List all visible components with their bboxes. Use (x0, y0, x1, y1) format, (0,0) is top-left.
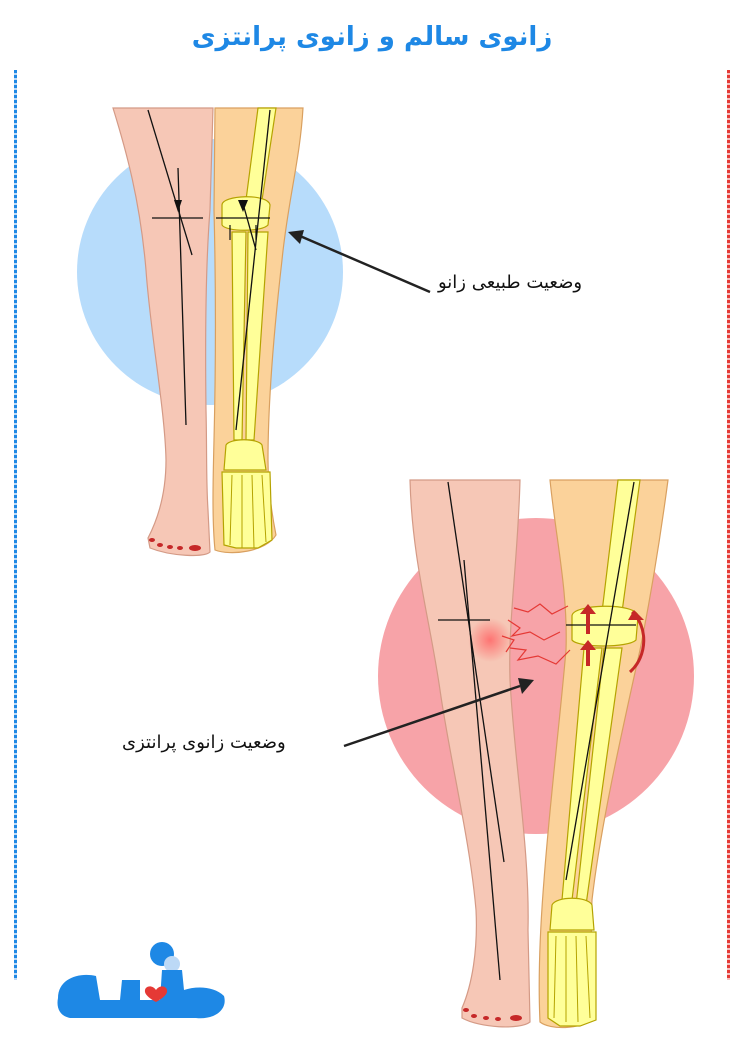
normal-joint-arrows (229, 225, 257, 240)
varus-toenails (463, 1008, 522, 1021)
varus-knee-label: وضعیت زانوی پرانتزی (122, 732, 286, 753)
normal-axis-arrowhead (174, 200, 182, 212)
normal-knee-illustration (77, 107, 431, 557)
varus-rotation-arrowhead (628, 610, 644, 620)
logo-wordmark-shape (57, 970, 225, 1019)
varus-skin-leg (409, 479, 531, 1028)
logo-cloud-2 (164, 956, 180, 972)
varus-compression-arrows (580, 604, 596, 666)
normal-toenails (149, 538, 201, 551)
normal-foot-bone-lines (229, 474, 267, 549)
normal-pointer-line (299, 234, 431, 294)
varus-alignment-lines (438, 481, 636, 981)
varus-bones (547, 479, 641, 1027)
normal-alignment-lines (147, 109, 271, 431)
brand-logo (57, 942, 225, 1019)
varus-pain-spot (468, 618, 512, 662)
normal-bone-arrowhead (238, 200, 248, 212)
normal-knee-label: وضعیت طبیعی زانو (438, 272, 583, 293)
normal-pointer-arrowhead (288, 230, 304, 244)
varus-pointer-arrowhead (518, 678, 534, 694)
normal-skin-leg (112, 107, 214, 557)
varus-knee-illustration (343, 479, 694, 1029)
right-decorative-border (727, 70, 730, 980)
page-title: زانوی سالم و زانوی پرانتزی (191, 22, 553, 52)
varus-pain-lightning (501, 603, 571, 665)
heart-icon (144, 986, 168, 1002)
varus-pointer-line (343, 684, 521, 748)
left-decorative-border (14, 70, 17, 980)
varus-foot-bone-lines (553, 935, 591, 1023)
